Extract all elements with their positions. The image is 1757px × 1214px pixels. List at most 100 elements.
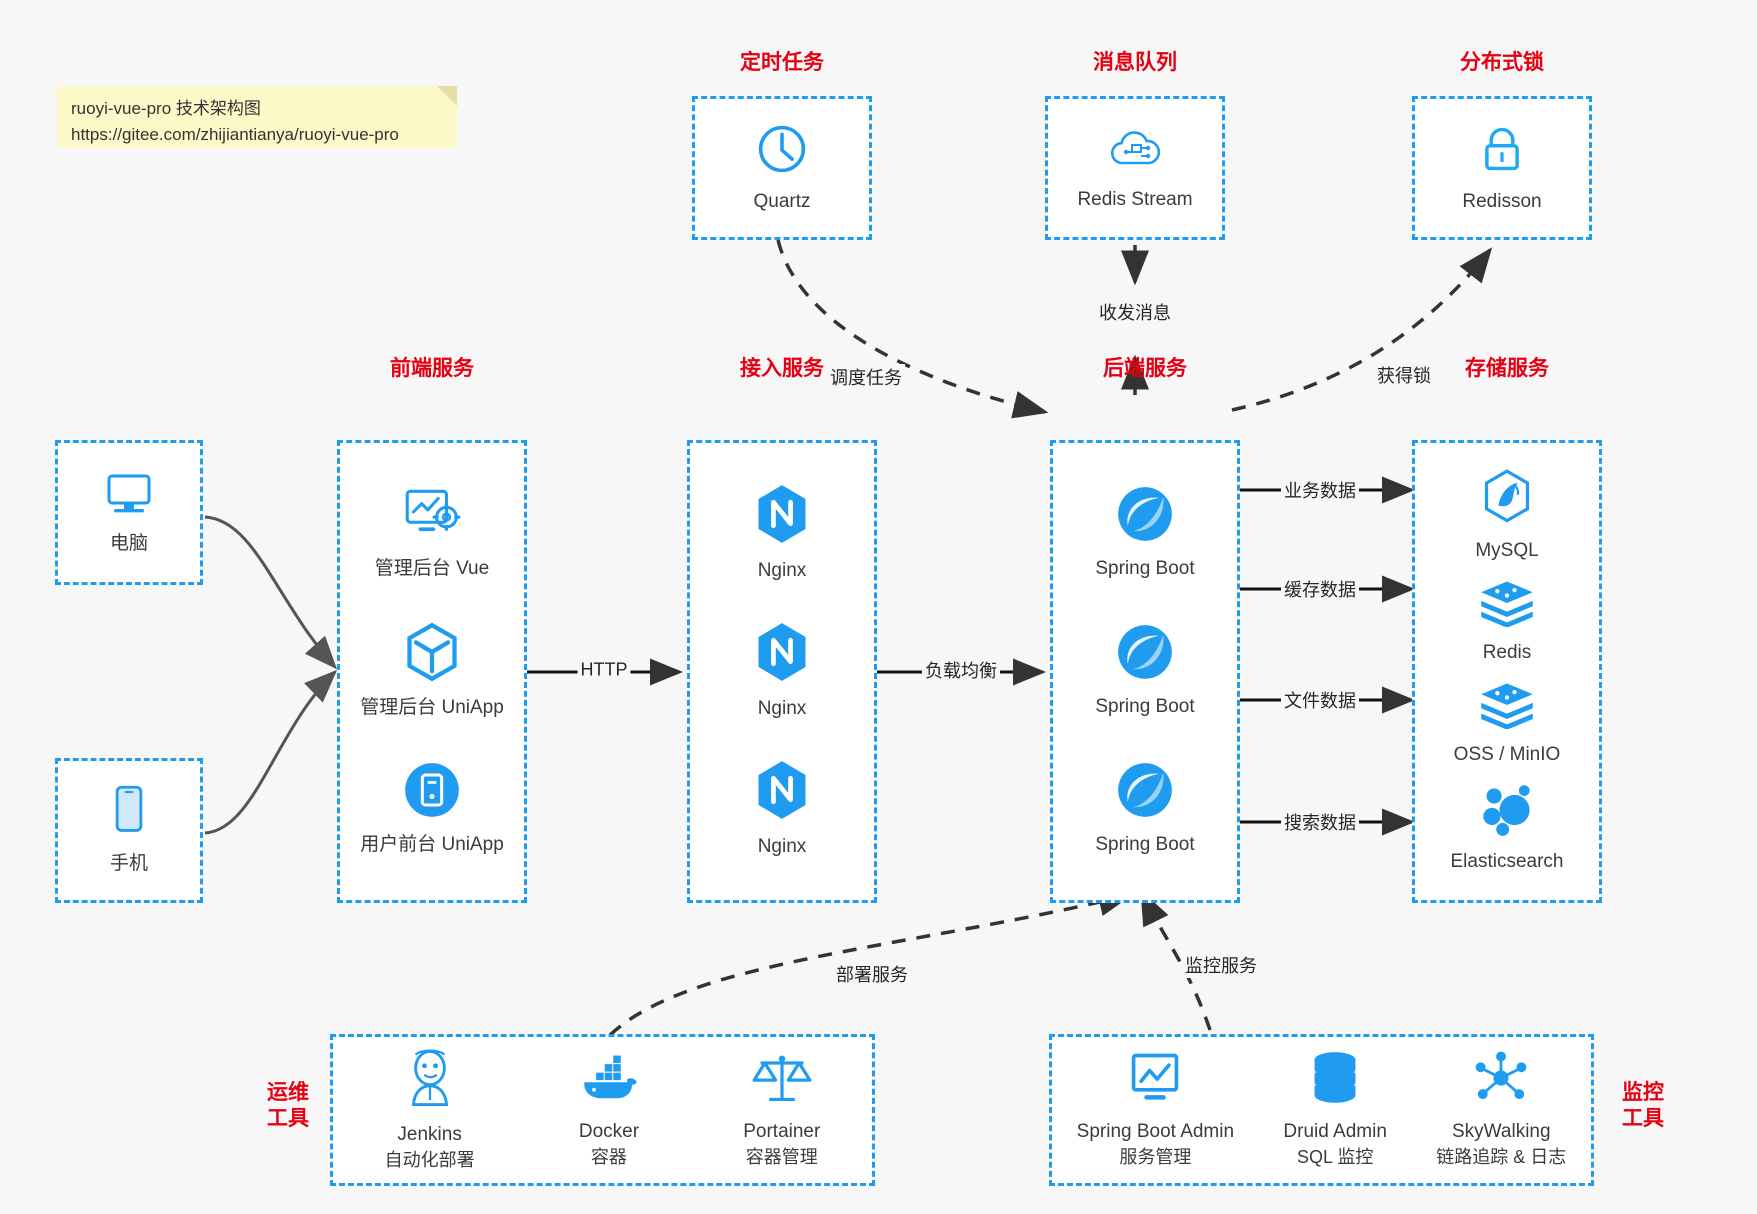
node-spring-boot-admin[interactable]: Spring Boot Admin 服务管理 — [1077, 1050, 1234, 1171]
note-fold-corner — [437, 86, 457, 106]
nginx-icon — [753, 759, 811, 826]
node-redis-stream[interactable]: Redis Stream — [1077, 124, 1193, 213]
node-label: Docker — [578, 1120, 640, 1142]
node-sublabel: SQL 监控 — [1296, 1147, 1374, 1168]
node-mobile[interactable]: 手机 — [109, 784, 149, 877]
node-label: OSS / MinIO — [1453, 744, 1561, 766]
node-label: Redis — [1482, 642, 1532, 664]
group-title-storage: 存储服务 — [1465, 357, 1549, 380]
group-box-monitor[interactable]: Spring Boot Admin 服务管理 Druid Admin SQL 监… — [1049, 1034, 1594, 1186]
group-box-frontend[interactable]: 管理后台 Vue 管理后台 UniApp 用户前台 UniApp — [337, 440, 527, 903]
note-title: ruoyi-vue-pro 技术架构图 — [71, 99, 261, 118]
edge-label-deploy: 部署服务 — [833, 961, 911, 987]
group-box-backend[interactable]: Spring Boot Spring Boot Spring Boot — [1050, 440, 1240, 903]
jenkins-butler-icon — [402, 1047, 458, 1114]
group-title-devops: 运维 工具 — [258, 1080, 318, 1133]
spring-leaf-icon — [1116, 761, 1174, 824]
spring-leaf-icon — [1116, 485, 1174, 548]
elasticsearch-icon — [1479, 784, 1535, 841]
node-sublabel: 容器 — [590, 1147, 627, 1168]
group-box-gateway[interactable]: Nginx Nginx Nginx — [687, 440, 877, 903]
node-nginx-3[interactable]: Nginx — [753, 759, 811, 860]
node-springboot-1[interactable]: Spring Boot — [1095, 485, 1195, 582]
node-admin-vue[interactable]: 管理后台 Vue — [375, 485, 489, 582]
node-skywalking[interactable]: SkyWalking 链路追踪 & 日志 — [1436, 1050, 1566, 1171]
note-url: https://gitee.com/zhijiantianya/ruoyi-vu… — [71, 125, 399, 145]
node-mysql[interactable]: MySQL — [1475, 469, 1539, 564]
group-title-scheduler: 定时任务 — [740, 51, 824, 74]
node-elasticsearch[interactable]: Elasticsearch — [1451, 784, 1564, 875]
node-label: SkyWalking — [1452, 1120, 1551, 1142]
node-sublabel: 服务管理 — [1119, 1147, 1192, 1168]
docker-whale-icon — [578, 1050, 640, 1111]
node-label: Nginx — [757, 698, 807, 720]
info-note: ruoyi-vue-pro 技术架构图 https://gitee.com/zh… — [57, 86, 457, 148]
node-label: Redisson — [1462, 190, 1542, 212]
node-portainer[interactable]: Portainer 容器管理 — [743, 1050, 820, 1171]
node-oss-minio[interactable]: OSS / MinIO — [1453, 681, 1561, 768]
node-redis[interactable]: Redis — [1478, 579, 1536, 666]
group-box-storage[interactable]: MySQL Redis — [1412, 440, 1602, 903]
mysql-dolphin-icon — [1481, 469, 1533, 530]
node-nginx-2[interactable]: Nginx — [753, 621, 811, 722]
node-label: Elasticsearch — [1450, 850, 1564, 872]
node-springboot-3[interactable]: Spring Boot — [1095, 761, 1195, 858]
node-springboot-2[interactable]: Spring Boot — [1095, 623, 1195, 720]
lock-icon — [1477, 122, 1527, 181]
node-label: Quartz — [753, 190, 811, 212]
node-label: Spring Boot — [1095, 833, 1195, 855]
node-docker[interactable]: Docker 容器 — [578, 1050, 640, 1171]
node-label: Spring Boot — [1095, 696, 1195, 718]
database-stack-icon — [1308, 1050, 1362, 1111]
redis-stack-icon — [1478, 579, 1536, 632]
edge-label-schedule: 调度任务 — [827, 364, 905, 390]
edge-label-monitor: 监控服务 — [1182, 952, 1260, 978]
edge-label-lock: 获得锁 — [1374, 362, 1434, 388]
node-druid-admin[interactable]: Druid Admin SQL 监控 — [1283, 1050, 1387, 1171]
node-desktop[interactable]: 电脑 — [101, 468, 157, 557]
client-box-mobile[interactable]: 手机 — [55, 758, 203, 903]
edge-label-business-data: 业务数据 — [1281, 477, 1359, 503]
node-nginx-1[interactable]: Nginx — [753, 483, 811, 584]
group-title-monitor-line1: 监控 — [1622, 1081, 1664, 1104]
node-redisson[interactable]: Redisson — [1462, 122, 1542, 215]
node-label: Jenkins — [397, 1123, 462, 1145]
node-label: Druid Admin — [1283, 1120, 1387, 1142]
group-title-mq: 消息队列 — [1093, 51, 1177, 74]
edge-label-loadbalance: 负载均衡 — [922, 657, 1000, 683]
group-title-backend: 后端服务 — [1103, 357, 1187, 380]
group-box-mq[interactable]: Redis Stream — [1045, 96, 1225, 240]
group-box-scheduler[interactable]: Quartz — [692, 96, 872, 240]
group-box-devops[interactable]: Jenkins 自动化部署 Docker 容器 — [330, 1034, 875, 1186]
node-label: 管理后台 Vue — [374, 558, 490, 580]
node-label: Spring Boot — [1095, 558, 1195, 580]
oss-stack-icon — [1478, 681, 1536, 734]
edge-label-message: 收发消息 — [1096, 299, 1174, 325]
client-box-desktop[interactable]: 电脑 — [55, 440, 203, 585]
node-label: Nginx — [757, 835, 807, 857]
hexagon-cube-icon — [403, 622, 461, 687]
node-label: Nginx — [757, 560, 807, 582]
node-quartz[interactable]: Quartz — [753, 122, 811, 215]
node-admin-uniapp[interactable]: 管理后台 UniApp — [360, 622, 504, 721]
group-box-lock[interactable]: Redisson — [1412, 96, 1592, 240]
scales-balance-icon — [752, 1050, 812, 1111]
desktop-monitor-icon — [101, 468, 157, 523]
cloud-network-icon — [1107, 124, 1163, 179]
monitor-chart-icon — [1125, 1050, 1185, 1111]
group-title-devops-line2: 工具 — [267, 1107, 309, 1131]
node-label: Portainer — [743, 1120, 821, 1142]
spring-leaf-icon — [1116, 623, 1174, 686]
node-user-uniapp[interactable]: 用户前台 UniApp — [360, 761, 504, 858]
dashboard-gear-icon — [400, 485, 464, 548]
group-title-monitor: 监控 工具 — [1613, 1080, 1673, 1133]
node-label: Spring Boot Admin — [1076, 1120, 1235, 1142]
edge-label-search-data: 搜索数据 — [1281, 809, 1359, 835]
node-label: 电脑 — [109, 533, 148, 555]
node-jenkins[interactable]: Jenkins 自动化部署 — [385, 1047, 475, 1174]
node-sublabel: 容器管理 — [745, 1147, 818, 1168]
group-title-frontend: 前端服务 — [390, 357, 474, 380]
node-label: MySQL — [1475, 539, 1539, 561]
group-title-monitor-line2: 工具 — [1622, 1107, 1664, 1131]
